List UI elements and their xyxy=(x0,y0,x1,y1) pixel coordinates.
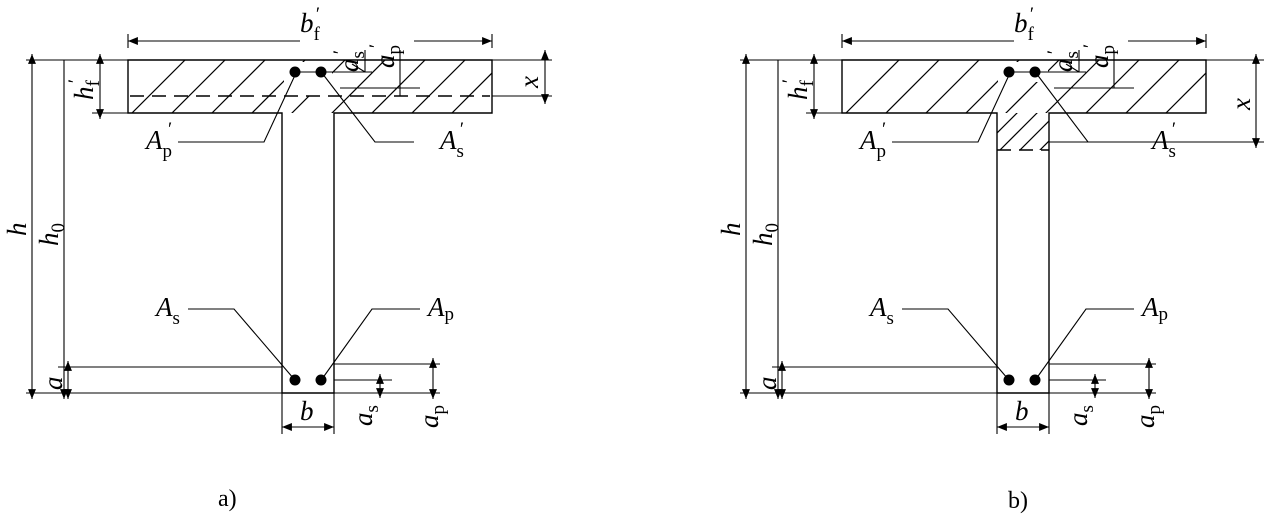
bottom-bar-right xyxy=(315,374,327,386)
label-height: h xyxy=(716,223,746,237)
label-web-width: b xyxy=(1015,396,1029,426)
label-flange-thickness: hf′ xyxy=(65,79,104,100)
label-flange-thickness: hf′ xyxy=(779,79,818,100)
label-effective-height: h0 xyxy=(34,223,69,246)
label-bottom-tendon-cover: ap xyxy=(414,405,449,428)
label-flange-width: bf′ xyxy=(1014,4,1035,45)
leader-top-tendon xyxy=(892,72,1011,143)
section-outline xyxy=(127,59,493,394)
label-effective-height: h0 xyxy=(748,223,783,246)
label-web-width: b xyxy=(300,396,314,426)
panel-a: bf′ as′ ap′ x hf′ h h0 a Ap′ As′ As Ap b… xyxy=(2,4,552,512)
label-top-steel-area: As′ xyxy=(1150,119,1176,162)
label-top-tendon-area: Ap′ xyxy=(144,119,172,162)
label-bottom-steel-area: As xyxy=(868,292,894,329)
label-bottom-cover: a xyxy=(752,377,782,391)
label-compression-depth: x xyxy=(514,76,544,89)
leader-bottom-steel xyxy=(902,308,1009,380)
label-top-steel-area: As′ xyxy=(438,119,464,162)
caption-a: a) xyxy=(218,486,237,512)
label-bottom-tendon-cover: ap xyxy=(1130,405,1165,428)
leader-bottom-steel xyxy=(188,308,295,380)
label-flange-width: bf′ xyxy=(300,4,321,45)
caption-b: b) xyxy=(1008,488,1028,514)
leader-top-tendon xyxy=(178,72,297,143)
label-bottom-cover: a xyxy=(38,377,68,391)
label-bottom-steel-area: As xyxy=(154,292,180,329)
label-height: h xyxy=(2,223,32,237)
bottom-bar-right xyxy=(1029,374,1041,386)
label-top-steel-cover: as′ xyxy=(1044,50,1083,72)
label-top-tendon-cover: ap′ xyxy=(1080,44,1119,68)
section-outline xyxy=(841,59,1207,394)
label-top-steel-cover: as′ xyxy=(330,50,369,72)
panel-b: bf′ as′ ap′ x hf′ h h0 a Ap′ As′ As Ap b… xyxy=(716,4,1264,514)
label-bottom-steel-cover: as xyxy=(348,405,383,426)
leader-top-steel xyxy=(321,72,414,143)
web-hatching xyxy=(997,113,1049,150)
label-top-tendon-area: Ap′ xyxy=(858,119,886,162)
label-bottom-steel-cover: as xyxy=(1063,405,1098,426)
leader-bottom-tendon xyxy=(1035,308,1134,380)
label-bottom-tendon-area: Ap xyxy=(1140,292,1168,325)
label-compression-depth: x xyxy=(1226,98,1256,111)
label-top-tendon-cover: ap′ xyxy=(366,44,405,68)
leader-bottom-tendon xyxy=(321,308,420,380)
bar-clear-zone xyxy=(284,62,332,96)
label-bottom-tendon-area: Ap xyxy=(426,292,454,325)
